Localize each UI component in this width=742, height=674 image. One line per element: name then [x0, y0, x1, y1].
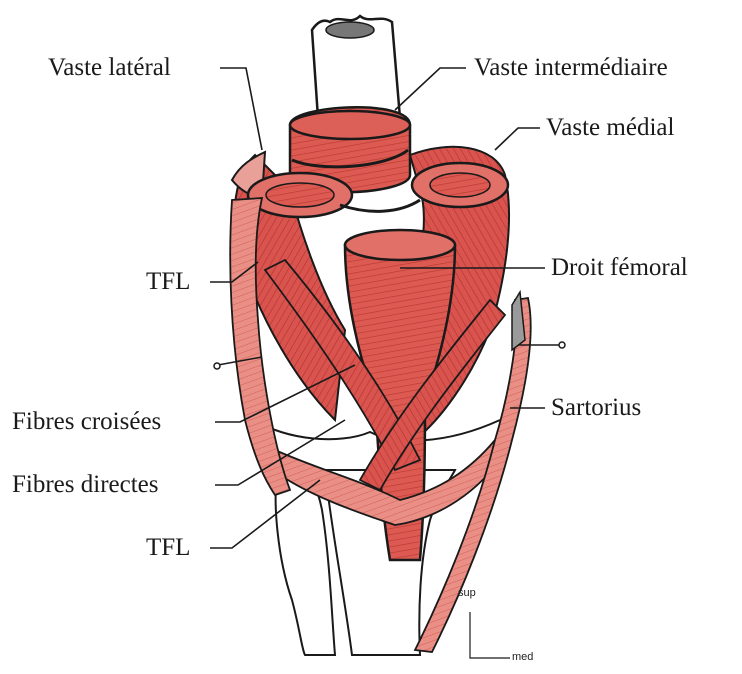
label-vaste-intermediaire: Vaste intermédiaire [474, 55, 668, 80]
label-fibres-croisees: Fibres croisées [12, 409, 161, 434]
label-fibres-directes: Fibres directes [12, 472, 158, 497]
orientation-med-label: med [512, 652, 533, 663]
femur-cut-section [326, 22, 374, 38]
femur [312, 16, 400, 118]
orientation-sup-label: sup [458, 588, 476, 599]
label-droit-femoral: Droit fémoral [551, 255, 688, 280]
label-sartorius: Sartorius [551, 395, 641, 420]
label-tfl-lower: TFL [146, 535, 190, 560]
orientation-indicator [470, 612, 510, 658]
label-tfl-upper: TFL [146, 269, 190, 294]
label-vaste-medial: Vaste médial [546, 115, 674, 140]
leader-vaste-medial [495, 128, 540, 150]
label-vaste-lateral: Vaste latéral [48, 55, 171, 80]
leader-vaste-intermediaire [395, 68, 466, 110]
leader-vaste-lateral [220, 68, 262, 150]
